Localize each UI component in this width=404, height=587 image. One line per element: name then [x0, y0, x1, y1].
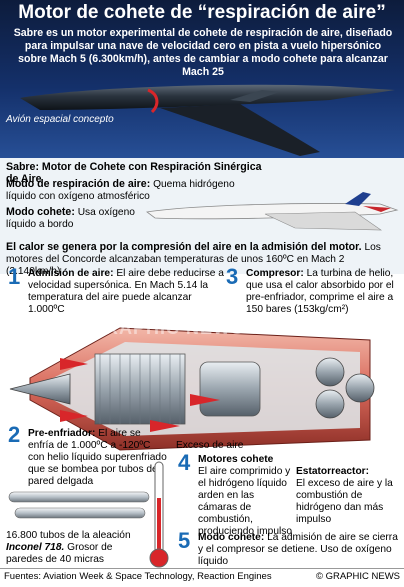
sky-background — [0, 0, 404, 158]
step-1-title: Admisión de aire: — [28, 268, 114, 279]
tubes-illustration — [8, 491, 150, 519]
intro-text: Sabre es un motor experimental de cohete… — [13, 27, 393, 78]
statoreactor-title: Estatorreactor: — [296, 466, 370, 477]
step-4-block: Motores cohete El aire comprimido y el h… — [198, 454, 294, 538]
step-4-title: Motores cohete — [198, 454, 274, 465]
air-mode-label: Modo de respiración de aire: — [6, 178, 151, 190]
statoreactor-block: Estatorreactor: El exceso de aire y la c… — [296, 466, 400, 526]
statoreactor-text: El exceso de aire y la combustión de hid… — [296, 478, 393, 525]
tubes-text: 16.800 tubos de la aleación — [6, 530, 131, 541]
rocket-mode-text: Usa oxígeno líquido a bordo — [6, 207, 135, 230]
sabre-heading: Sabre: Motor de Cohete con Respiración S… — [6, 161, 262, 185]
watermark: GRAPHIC NEWS — [90, 318, 245, 338]
step-2-block: Pre-enfriador: El aire se enfría de 1.00… — [28, 428, 168, 488]
heat-text: Los motores del Concorde alcanzaban temp… — [6, 242, 381, 277]
thermometer-icon — [149, 461, 169, 568]
heat-bold: El calor se genera por la compresión del… — [6, 241, 362, 253]
tubes-rest: Grosor de paredes de 40 micras — [6, 542, 113, 565]
credit: © GRAPHIC NEWS — [315, 571, 400, 582]
step-3-title: Compresor: — [246, 268, 304, 279]
step-2-number: 2 — [8, 422, 21, 447]
concorde-illustration — [146, 192, 399, 231]
engine-cutaway — [9, 327, 375, 451]
plane-caption: Avión espacial concepto — [6, 114, 114, 125]
tubes-alloy: Inconel 718. — [6, 542, 65, 553]
rocket-mode-block: Modo cohete: Usa oxígeno líquido a bordo — [6, 206, 146, 231]
spaceplane-illustration — [20, 84, 404, 170]
step-4-text: El aire comprimido y el hidrógeno líquid… — [198, 466, 293, 537]
step-5-title: Modo cohete: — [198, 532, 265, 543]
air-mode-text: Quema hidrógeno líquido con oxígeno atmo… — [6, 179, 235, 202]
rocket-mode-label: Modo cohete: — [6, 206, 75, 218]
step-1-number: 1 — [8, 264, 21, 289]
step-5-text: La admisión de aire se cierra y el compr… — [198, 532, 398, 567]
tubes-block: 16.800 tubos de la aleación Inconel 718.… — [6, 530, 151, 566]
step-3-number: 3 — [226, 264, 239, 289]
sources: Fuentes: Aviation Week & Space Technolog… — [4, 571, 272, 582]
heat-note: El calor se genera por la compresión del… — [6, 241, 398, 278]
footer-divider — [0, 568, 404, 569]
step-5-block: Modo cohete: La admisión de aire se cier… — [198, 532, 400, 568]
air-mode-block: Modo de respiración de aire: Quema hidró… — [6, 178, 236, 203]
step-4-number: 4 — [178, 450, 191, 475]
step-1-block: Admisión de aire: El aire debe reducirse… — [28, 268, 228, 316]
exhaust-label: Exceso de aire — [176, 440, 244, 451]
page-title: Motor de cohete de “respiración de aire” — [18, 2, 386, 23]
step-5-number: 5 — [178, 528, 191, 553]
step-1-text: El aire debe reducirse a velocidad super… — [28, 268, 224, 315]
step-2-text: El aire se enfría de 1.000ºC a -120ºC co… — [28, 428, 167, 487]
step-2-title: Pre-enfriador: — [28, 428, 96, 439]
step-3-text: La turbina de helio, que usa el calor ab… — [246, 268, 394, 315]
step-3-block: Compresor: La turbina de helio, que usa … — [246, 268, 400, 316]
